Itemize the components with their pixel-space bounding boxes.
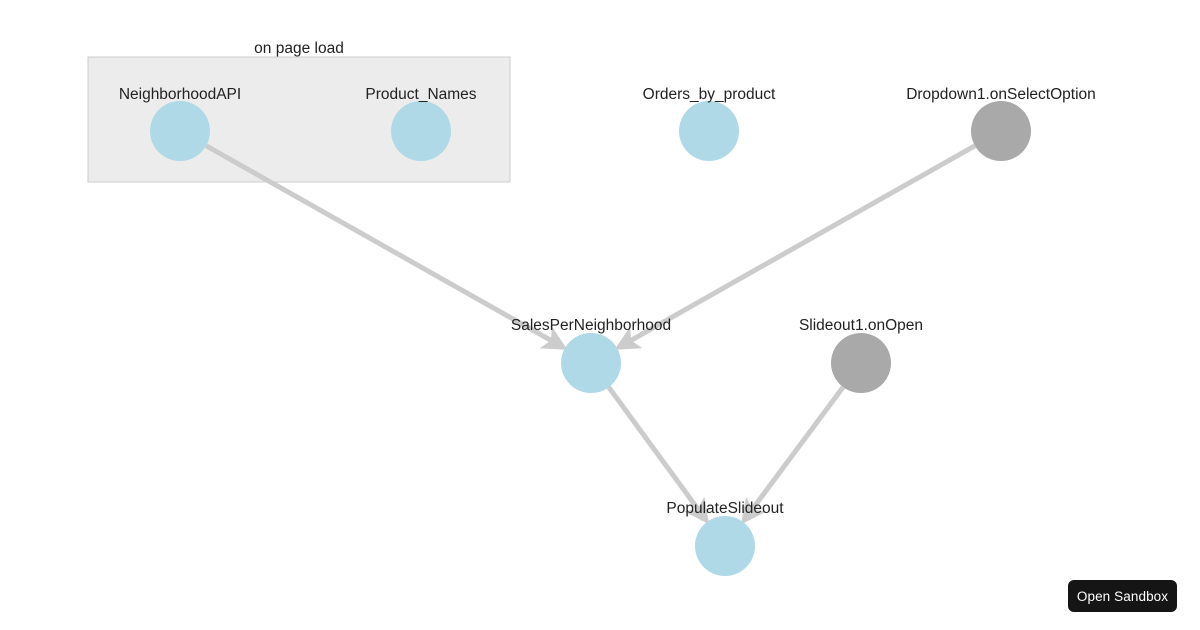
node-label-Product_Names: Product_Names — [365, 86, 476, 103]
node-label-Slideout1.onOpen: Slideout1.onOpen — [799, 317, 923, 334]
edges-layer — [204, 143, 977, 525]
node-label-Orders_by_product: Orders_by_product — [643, 86, 776, 103]
node-label-Dropdown1.onSelectOption: Dropdown1.onSelectOption — [906, 86, 1096, 103]
group-title-on-page-load: on page load — [254, 40, 344, 57]
open-sandbox-label: Open Sandbox — [1076, 588, 1169, 604]
edge-SalesPerNeighborhood-to-PopulateSlideout[interactable] — [606, 385, 710, 525]
nodes-layer — [150, 101, 1031, 576]
node-label-NeighborhoodAPI: NeighborhoodAPI — [119, 86, 241, 103]
node-circle-Slideout1.onOpen[interactable] — [831, 333, 891, 393]
edge-Dropdown1.onSelectOption-to-SalesPerNeighborhood[interactable] — [614, 143, 977, 350]
open-sandbox-button[interactable]: Open Sandbox — [1068, 580, 1177, 612]
node-circle-NeighborhoodAPI[interactable] — [150, 101, 210, 161]
node-circle-Dropdown1.onSelectOption[interactable] — [971, 101, 1031, 161]
node-labels-layer: NeighborhoodAPI Product_Names Orders_by_pr… — [119, 86, 1096, 517]
node-label-PopulateSlideout: PopulateSlideout — [666, 500, 784, 517]
edge-Slideout1.onOpen-to-PopulateSlideout[interactable] — [741, 385, 846, 525]
group-boxes-layer: on page load — [87, 40, 511, 183]
node-label-SalesPerNeighborhood: SalesPerNeighborhood — [511, 317, 671, 334]
edge-NeighborhoodAPI-to-SalesPerNeighborhood[interactable] — [204, 143, 568, 350]
node-circle-SalesPerNeighborhood[interactable] — [561, 333, 621, 393]
node-circle-Orders_by_product[interactable] — [679, 101, 739, 161]
node-circle-Product_Names[interactable] — [391, 101, 451, 161]
node-circle-PopulateSlideout[interactable] — [695, 516, 755, 576]
